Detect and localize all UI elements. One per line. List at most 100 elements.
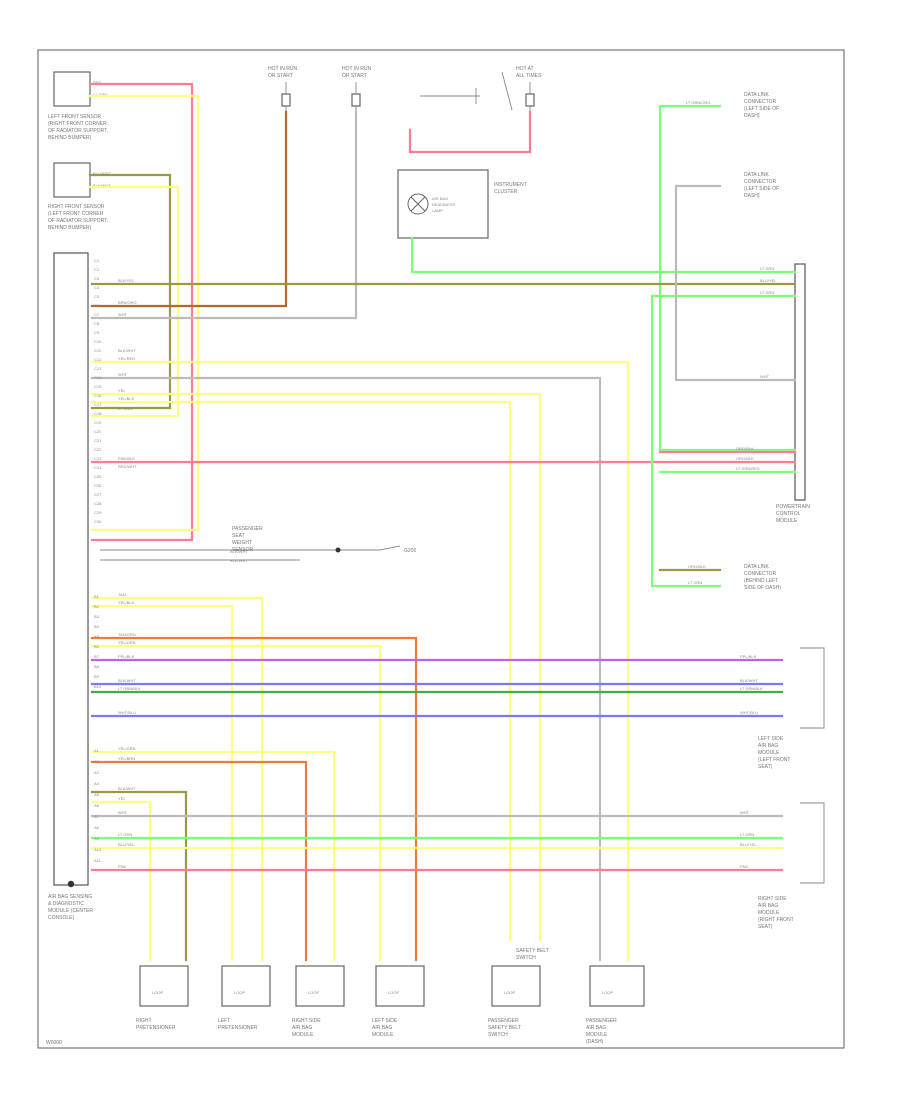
dlc-top-line3: (LEFT SIDE OF (744, 106, 779, 112)
seat-sensor-line1: PASSENGER (232, 526, 263, 532)
harness-c-label: YEL/BRN (118, 756, 135, 761)
right-bottom-a-label: BLK/WHT (740, 678, 758, 683)
harness-c-label: YEL (118, 796, 126, 801)
pin-label-c: A8 (94, 825, 100, 830)
pin-label-a: C5 (94, 294, 100, 299)
right-c-label: ORG/BLK (736, 456, 754, 461)
pretensioner-switch-line2: SWITCH (516, 955, 536, 961)
hot-all-line1: HOT AT (516, 66, 534, 72)
bottom-component-caption: (DASH) (586, 1039, 604, 1045)
pin-label-c: A10 (94, 847, 102, 852)
wire-c-blkwht (90, 790, 188, 962)
diagram-frame (37, 49, 845, 1049)
right-side-module-line2: AIR BAG (758, 903, 778, 909)
dlc-top-line4: DASH) (744, 113, 760, 119)
lf-sensor-caption-2: (RIGHT FRONT CORNER (48, 121, 107, 127)
bottom-component-caption: SAFETY BELT (488, 1025, 521, 1031)
fuse-3 (525, 93, 535, 107)
pin-label-a: C11 (94, 348, 102, 353)
rf-sensor-caption-3: OF RADIATOR SUPPORT, (48, 218, 108, 224)
pin-label-b: B2 (94, 604, 100, 609)
diagram-code: W0000 (46, 1040, 62, 1046)
right-side-module-bracket (800, 802, 825, 884)
wire-rf-bluwht (88, 173, 172, 410)
pin-label-b: B9 (94, 674, 100, 679)
bottom-component-caption: PRETENSIONER (218, 1025, 258, 1031)
instrument-cluster-line2: CLUSTER (494, 189, 518, 195)
pin-label-a: C13 (94, 366, 102, 371)
bottom-component-caption: PASSENGER (488, 1018, 519, 1024)
left-side-module-line4: (LEFT FRONT (758, 757, 790, 763)
wire-lf-red (88, 82, 194, 542)
harness-b-label: LT GRN/BLK (118, 686, 141, 691)
bottom-component-caption: AIR BAG (292, 1025, 312, 1031)
harness-a-label: LT GRN (118, 406, 132, 411)
bottom-component-caption: RIGHT SIDE (292, 1018, 321, 1024)
pin-label-a: C3 (94, 276, 100, 281)
harness-c-label: YEL/GRN (118, 746, 136, 751)
seat-sensor-line3: WEIGHT (232, 540, 252, 546)
pin-label-c: A4 (94, 781, 100, 786)
right-bottom-a-label: PPL/BLK (740, 654, 757, 659)
wire-lf-ltgrn (88, 94, 200, 532)
wire-a-wht (90, 376, 602, 962)
lower-right-box-label: LT GRN (688, 580, 702, 585)
harness-c-label: BLU/YEL (118, 842, 135, 847)
pin-label-c: A6 (94, 803, 100, 808)
fuse-1 (281, 93, 291, 107)
pin-label-a: C6 (94, 303, 100, 308)
pin-label-b: B7 (94, 654, 100, 659)
wire-label-ltgrn: LT GRN (93, 92, 107, 97)
harness-b-label: YEL/GRN (118, 640, 136, 645)
right-side-module-line4: (RIGHT FRONT (758, 917, 794, 923)
pin-label-c: A2 (94, 759, 100, 764)
dlc-mid-line1: DATA LINK (744, 172, 769, 178)
harness-a-label: PNK/BLK (118, 456, 135, 461)
bottom-component-box (589, 965, 645, 1007)
wire-fuse3-red (408, 110, 532, 154)
right-a-label: LT GRN (760, 266, 774, 271)
rf-sensor-caption-2: (LEFT FRONT CORNER (48, 211, 104, 217)
ground-wire-label-2: BLK/WHT (230, 558, 248, 563)
wire-a-yelblk (90, 400, 512, 942)
right-b-label: WHT (760, 374, 770, 379)
bottom-component-box-label: LOOP (234, 990, 245, 995)
rf-sensor-caption-1: RIGHT FRONT SENSOR (48, 204, 105, 210)
bottom-component-caption: PASSENGER (586, 1018, 617, 1024)
bottom-component-caption: PRETENSIONER (136, 1025, 176, 1031)
harness-c-label: BLK/WHT (118, 786, 136, 791)
wire-fuse1-brn (90, 110, 288, 308)
right-side-module-line3: MODULE (758, 910, 780, 916)
right-bottom-a-label: WHT/BLU (740, 710, 758, 715)
readiness-lamp-line1: AIR BAG (432, 196, 448, 201)
wire-a-ltgrn-drop (650, 294, 722, 588)
pin-label-c: A11 (94, 858, 102, 863)
hot-run1-line1: HOT IN RUN (268, 66, 297, 72)
wire-label-red: RED (93, 80, 102, 85)
harness-a-label: WHT (118, 372, 128, 377)
harness-a-label: WHT (118, 312, 128, 317)
wire-fuse2-gray (90, 110, 358, 320)
pin-label-c: A5 (94, 792, 100, 797)
right-bottom-b-label: PNK (740, 864, 749, 869)
hot-run2-line2: OR START (342, 73, 367, 79)
right-bottom-b-label: WHT (740, 810, 750, 815)
wire-c-yelgrn (90, 750, 336, 962)
wire-b-tangrn (90, 636, 418, 962)
pin-label-a: C8 (94, 321, 100, 326)
pin-label-c: A1 (94, 748, 100, 753)
wire-b-yelgrn (90, 644, 382, 962)
pin-label-a: C1 (94, 258, 100, 263)
pretensioner-switch-line1: SAFETY BELT (516, 948, 549, 954)
ground-lead (379, 545, 401, 551)
harness-a-label: BRN/ORG (118, 300, 137, 305)
dlc-mid-line3: (LEFT SIDE OF (744, 186, 779, 192)
harness-b-label: WHT/BLU (118, 710, 136, 715)
pcm-line2: CONTROL (776, 511, 801, 517)
right-bottom-b-label: BLU/YEL (740, 842, 757, 847)
pin-label-b: B1 (94, 594, 100, 599)
